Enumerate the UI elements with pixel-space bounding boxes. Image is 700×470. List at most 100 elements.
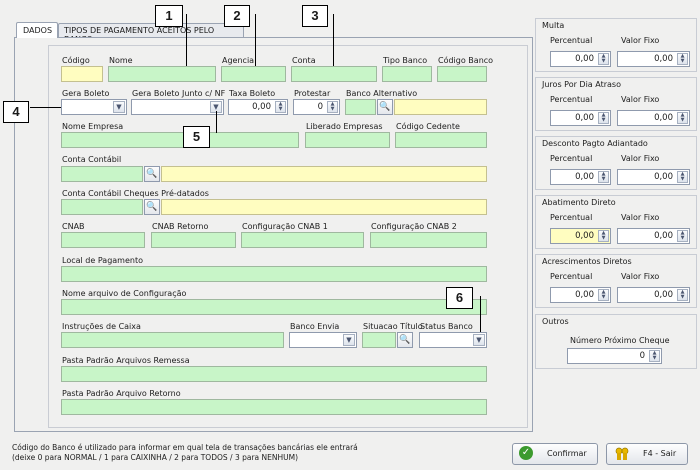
local-pagamento-field[interactable] — [61, 266, 487, 282]
spinner-icon[interactable]: ▲▼ — [598, 171, 609, 183]
abatimento-valor-fixo-value: 0,00 — [654, 231, 673, 241]
instrucoes-caixa-field[interactable] — [61, 332, 284, 348]
protestar-label: Protestar — [294, 89, 331, 98]
multa-percentual-input[interactable]: 0,00 ▲▼ — [550, 51, 611, 67]
banco-alternativo-code[interactable] — [345, 99, 376, 115]
acrescimentos-title: Acrescimentos Diretos — [542, 257, 632, 266]
spinner-icon[interactable]: ▲▼ — [677, 289, 688, 301]
situacao-titulo-label: Situacao Título — [363, 322, 423, 331]
situacao-titulo-field[interactable] — [362, 332, 396, 348]
confirm-button[interactable]: ✓ Confirmar — [512, 443, 598, 465]
spinner-icon[interactable]: ▲▼ — [677, 53, 688, 65]
desconto-valor-fixo-label: Valor Fixo — [621, 154, 660, 163]
config-cnab1-field[interactable] — [241, 232, 364, 248]
juros-valor-fixo-label: Valor Fixo — [621, 95, 660, 104]
numero-cheque-input[interactable]: 0▲▼ — [567, 348, 662, 364]
spinner-icon[interactable]: ▲▼ — [598, 53, 609, 65]
conta-contabil-name[interactable] — [161, 166, 487, 182]
callout-4-leader — [30, 107, 61, 108]
conta-field[interactable] — [291, 66, 377, 82]
outros-group: Outros Número Próximo Cheque 0▲▼ — [535, 314, 697, 369]
juros-percentual-input[interactable]: 0,00 ▲▼ — [550, 110, 611, 126]
spinner-icon[interactable]: ▲▼ — [677, 112, 688, 124]
callout-5: 5 — [183, 126, 210, 148]
juros-percentual-value: 0,00 — [575, 113, 594, 123]
desconto-valor-fixo-value: 0,00 — [654, 172, 673, 182]
multa-valor-fixo-input[interactable]: 0,00 ▲▼ — [617, 51, 690, 67]
config-cnab2-field[interactable] — [370, 232, 487, 248]
nome-field[interactable] — [108, 66, 216, 82]
taxa-boleto-label: Taxa Boleto — [229, 89, 276, 98]
callout-1-leader — [186, 14, 187, 66]
protestar-input[interactable]: 0▲▼ — [293, 99, 340, 115]
magnifier-icon[interactable]: 🔍 — [377, 99, 393, 115]
exit-label: F4 - Sair — [643, 449, 677, 458]
chevron-down-icon[interactable]: ▼ — [343, 334, 355, 346]
abatimento-percentual-value: 0,00 — [575, 231, 594, 241]
liberado-empresas-field[interactable] — [305, 132, 390, 148]
confirm-label: Confirmar — [547, 449, 587, 458]
acrescimentos-valor-fixo-input[interactable]: 0,00▲▼ — [617, 287, 690, 303]
exit-icon — [614, 447, 630, 461]
status-banco-select[interactable]: ▼ — [419, 332, 487, 348]
codigo-field[interactable] — [61, 66, 103, 82]
desconto-percentual-input[interactable]: 0,00▲▼ — [550, 169, 611, 185]
spinner-icon[interactable]: ▲▼ — [327, 101, 338, 113]
cnab-field[interactable] — [61, 232, 145, 248]
spinner-icon[interactable]: ▲▼ — [598, 230, 609, 242]
conta-contabil-cheques-name[interactable] — [161, 199, 487, 215]
check-icon: ✓ — [519, 446, 533, 460]
abatimento-valor-fixo-input[interactable]: 0,00 ▲▼ — [617, 228, 690, 244]
banco-envia-select[interactable]: ▼ — [289, 332, 357, 348]
config-cnab2-label: Configuração CNAB 2 — [371, 222, 457, 231]
callout-2: 2 — [224, 5, 250, 27]
multa-valor-fixo-value: 0,00 — [654, 54, 673, 64]
pasta-remessa-field[interactable] — [61, 366, 487, 382]
juros-valor-fixo-input[interactable]: 0,00▲▼ — [617, 110, 690, 126]
pasta-remessa-label: Pasta Padrão Arquivos Remessa — [62, 356, 190, 365]
spinner-icon[interactable]: ▲▼ — [677, 230, 688, 242]
spinner-icon[interactable]: ▲▼ — [598, 289, 609, 301]
codigo-cedente-field[interactable] — [395, 132, 487, 148]
magnifier-icon[interactable]: 🔍 — [397, 332, 413, 348]
desconto-valor-fixo-input[interactable]: 0,00 ▲▼ — [617, 169, 690, 185]
gera-boleto-junto-label: Gera Boleto Junto c/ NF — [132, 89, 226, 98]
multa-valor-fixo-label: Valor Fixo — [621, 36, 660, 45]
banco-envia-label: Banco Envia — [290, 322, 340, 331]
banco-alternativo-name[interactable] — [394, 99, 487, 115]
gera-boleto-junto-select[interactable]: ▼ — [131, 99, 224, 115]
inner-panel — [48, 45, 528, 428]
chevron-down-icon[interactable]: ▼ — [113, 101, 125, 113]
multa-percentual-value: 0,00 — [575, 54, 594, 64]
tab-tipos-pagamento[interactable]: TIPOS DE PAGAMENTO ACEITOS PELO BANCO — [58, 23, 244, 44]
conta-contabil-code[interactable] — [61, 166, 143, 182]
nome-empresa-field[interactable] — [61, 132, 299, 148]
codigo-banco-label: Código Banco — [438, 56, 494, 65]
pasta-retorno-field[interactable] — [61, 399, 487, 415]
acrescimentos-percentual-input[interactable]: 0,00▲▼ — [550, 287, 611, 303]
codigo-banco-field[interactable] — [437, 66, 487, 82]
magnifier-icon[interactable]: 🔍 — [144, 199, 160, 215]
conta-contabil-cheques-code[interactable] — [61, 199, 143, 215]
tab-dados[interactable]: DADOS — [16, 22, 58, 38]
spinner-icon[interactable]: ▲▼ — [677, 171, 688, 183]
spinner-icon[interactable]: ▲▼ — [275, 101, 286, 113]
local-pagamento-label: Local de Pagamento — [62, 256, 143, 265]
spinner-icon[interactable]: ▲▼ — [649, 350, 660, 362]
magnifier-icon[interactable]: 🔍 — [144, 166, 160, 182]
cnab-retorno-field[interactable] — [151, 232, 236, 248]
agencia-field[interactable] — [221, 66, 286, 82]
callout-2-leader — [255, 14, 256, 66]
gera-boleto-select[interactable]: ▼ — [61, 99, 127, 115]
spinner-icon[interactable]: ▲▼ — [598, 112, 609, 124]
chevron-down-icon[interactable]: ▼ — [473, 334, 485, 346]
pasta-retorno-label: Pasta Padrão Arquivo Retorno — [62, 389, 181, 398]
tipo-banco-field[interactable] — [382, 66, 432, 82]
nome-arquivo-config-field[interactable] — [61, 299, 487, 315]
nome-arquivo-config-label: Nome arquivo de Configuração — [62, 289, 187, 298]
exit-button[interactable]: F4 - Sair — [606, 443, 688, 465]
liberado-empresas-label: Liberado Empresas — [306, 122, 383, 131]
taxa-boleto-input[interactable]: 0,00▲▼ — [228, 99, 288, 115]
conta-contabil-cheques-label: Conta Contábil Cheques Pré-datados — [62, 189, 209, 198]
abatimento-percentual-input[interactable]: 0,00 ▲▼ — [550, 228, 611, 244]
